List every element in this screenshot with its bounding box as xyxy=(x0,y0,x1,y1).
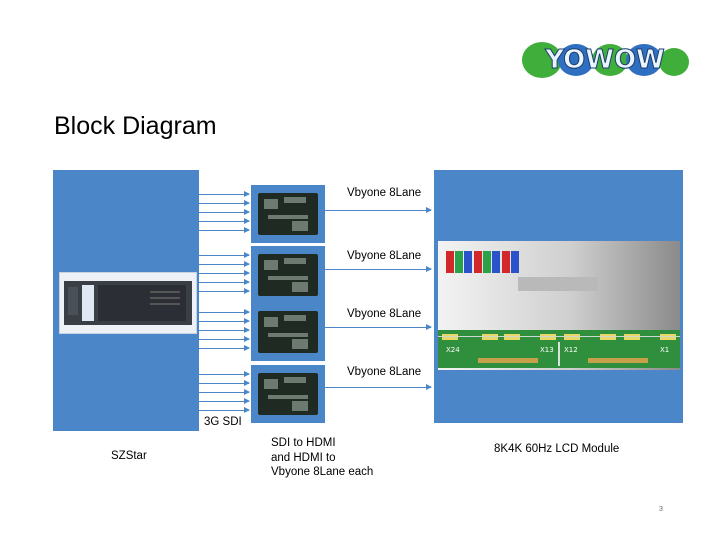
connector-x12: X12 xyxy=(564,346,578,354)
logo-text: YOWOW xyxy=(544,45,664,75)
sdi-input-arrow xyxy=(199,345,250,351)
sdi-input-arrow xyxy=(199,288,250,294)
sdi-input-arrow xyxy=(199,336,250,342)
converter-caption-line-3: Vbyone 8Lane each xyxy=(271,466,374,478)
sdi-input-arrow xyxy=(199,371,250,377)
lcd-driver-pcb: X24 X13 X12 X1 xyxy=(438,330,680,368)
link-label-1: Vbyone 8Lane xyxy=(347,187,422,199)
connector-x24: X24 xyxy=(446,346,460,354)
sdi-input-arrow xyxy=(199,200,250,206)
server-icon xyxy=(64,281,192,325)
link-arrow-4 xyxy=(325,384,432,390)
page-number: 3 xyxy=(659,506,663,513)
sdi-input-arrow xyxy=(199,327,250,333)
sdi-input-arrow xyxy=(199,318,250,324)
server-photo xyxy=(59,272,197,334)
sdi-input-arrow xyxy=(199,252,250,258)
converter-board-3 xyxy=(251,303,325,361)
sdi-input-arrow xyxy=(199,279,250,285)
sdi-input-arrow xyxy=(199,209,250,215)
converter-caption: SDI to HDMI and HDMI to Vbyone 8Lane eac… xyxy=(271,436,373,480)
pcb-image xyxy=(258,193,318,235)
sdi-input-arrow xyxy=(199,270,250,276)
converter-caption-line-2: and HDMI to xyxy=(271,451,336,464)
link-arrow-2 xyxy=(325,266,432,272)
sdi-input-arrow xyxy=(199,261,250,267)
sdi-label: 3G SDI xyxy=(204,416,242,428)
link-arrow-1 xyxy=(325,207,432,213)
sdi-input-arrow xyxy=(199,398,250,404)
sdi-input-arrow xyxy=(199,309,250,315)
sdi-input-arrow xyxy=(199,380,250,386)
link-label-4: Vbyone 8Lane xyxy=(347,366,422,378)
pcb-image xyxy=(258,254,318,296)
page-title: Block Diagram xyxy=(54,112,217,140)
connector-x1: X1 xyxy=(660,346,669,354)
connector-x13: X13 xyxy=(540,346,554,354)
sdi-input-arrow xyxy=(199,389,250,395)
pcb-image xyxy=(258,373,318,415)
converter-board-4 xyxy=(251,365,325,423)
link-arrow-3 xyxy=(325,324,432,330)
sdi-input-arrow xyxy=(199,227,250,233)
sdi-input-arrow xyxy=(199,218,250,224)
sdi-input-arrow xyxy=(199,407,250,413)
converter-board-2 xyxy=(251,246,325,304)
source-label: SZStar xyxy=(111,450,147,462)
pcb-image xyxy=(258,311,318,353)
converter-board-1 xyxy=(251,185,325,243)
lcd-label: 8K4K 60Hz LCD Module xyxy=(494,443,620,455)
test-pattern-icon xyxy=(446,251,598,291)
sdi-input-arrow xyxy=(199,191,250,197)
link-label-2: Vbyone 8Lane xyxy=(347,250,422,262)
converter-caption-line-1: SDI to HDMI xyxy=(271,437,336,449)
link-label-3: Vbyone 8Lane xyxy=(347,308,422,320)
yowow-logo: YOWOW xyxy=(522,42,689,78)
